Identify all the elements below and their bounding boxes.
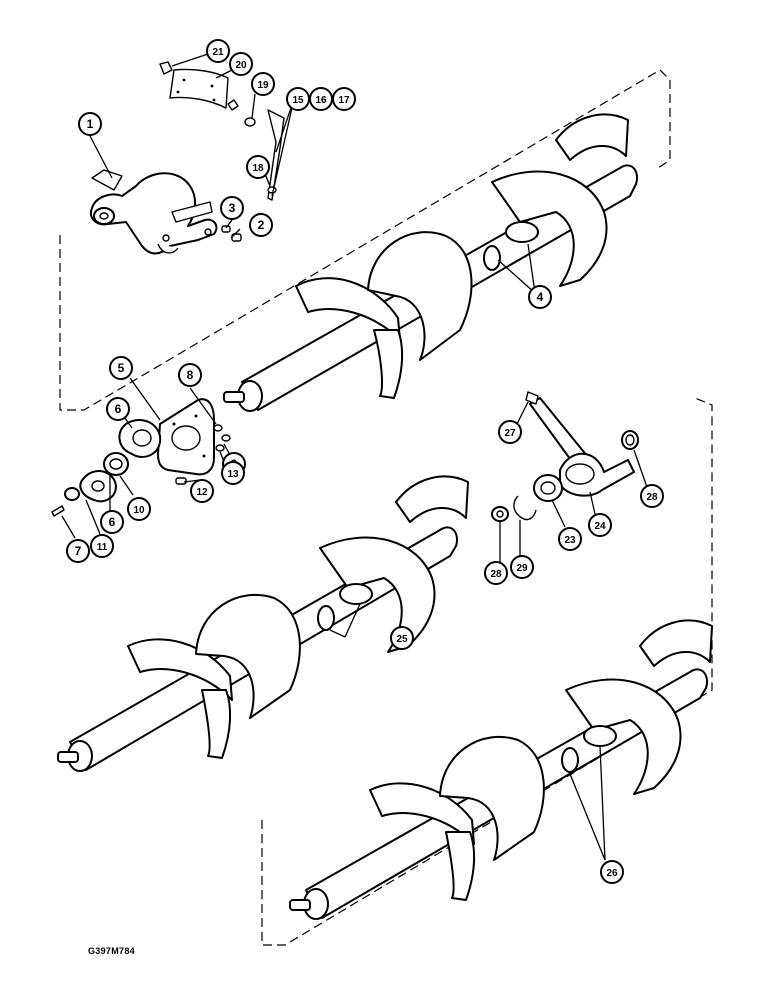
svg-text:1: 1 (87, 117, 94, 131)
svg-text:19: 19 (257, 80, 269, 91)
callout-28-left: 28 (484, 561, 508, 585)
svg-text:27: 27 (504, 428, 516, 439)
svg-text:3: 3 (229, 201, 236, 215)
callout-13: 13 (221, 461, 245, 485)
callout-23: 23 (558, 527, 582, 551)
callout-15: 15 (286, 87, 310, 111)
svg-text:6: 6 (115, 402, 122, 416)
svg-text:8: 8 (187, 368, 194, 382)
callout-27: 27 (498, 420, 522, 444)
callout-12: 12 (190, 479, 214, 503)
callout-19: 19 (251, 72, 275, 96)
svg-text:18: 18 (252, 163, 264, 174)
svg-text:13: 13 (227, 469, 239, 480)
svg-text:24: 24 (594, 521, 606, 532)
svg-text:25: 25 (396, 634, 408, 645)
svg-text:17: 17 (338, 95, 350, 106)
svg-text:16: 16 (315, 95, 327, 106)
svg-text:29: 29 (516, 563, 528, 574)
figure-reference-code: G397M784 (88, 946, 135, 956)
svg-text:11: 11 (97, 542, 108, 553)
svg-text:12: 12 (196, 487, 208, 498)
callout-16: 16 (309, 87, 333, 111)
svg-text:23: 23 (564, 535, 576, 546)
callout-1: 1 (78, 112, 102, 136)
callout-5: 5 (109, 356, 133, 380)
svg-text:28: 28 (490, 569, 502, 580)
svg-text:15: 15 (292, 95, 304, 106)
callout-17: 17 (332, 87, 356, 111)
callout-25: 25 (390, 626, 414, 650)
bearing-plate-assembly-left (51, 398, 231, 517)
middle-auger (57, 475, 469, 772)
callout-8: 8 (178, 363, 202, 387)
svg-text:6: 6 (109, 515, 116, 529)
callout-28-right: 28 (640, 484, 664, 508)
svg-text:28: 28 (646, 492, 658, 503)
lower-auger (289, 619, 713, 920)
callout-24: 24 (588, 513, 612, 537)
svg-text:4: 4 (537, 290, 544, 304)
callout-20: 20 (229, 52, 253, 76)
svg-text:5: 5 (118, 361, 125, 375)
hardware-small-parts-top (159, 61, 285, 242)
callout-3: 3 (220, 196, 244, 220)
callout-21: 21 (206, 39, 230, 63)
upper-auger (223, 113, 638, 412)
callout-6-lower: 6 (100, 510, 124, 534)
callout-10: 10 (127, 497, 151, 521)
svg-text:2: 2 (258, 218, 265, 232)
callout-11: 11 (90, 534, 114, 558)
callout-6-upper: 6 (106, 397, 130, 421)
callout-29: 29 (510, 555, 534, 579)
bearing-arm-assembly-right (491, 391, 639, 522)
svg-text:10: 10 (133, 505, 145, 516)
svg-text:21: 21 (212, 47, 224, 58)
callout-26: 26 (600, 860, 624, 884)
upper-assembly-outline (59, 69, 671, 411)
gearbox-housing (90, 169, 218, 255)
callout-4: 4 (528, 285, 552, 309)
svg-text:7: 7 (75, 544, 82, 558)
callout-7: 7 (66, 539, 90, 563)
svg-text:20: 20 (235, 60, 247, 71)
callout-18: 18 (246, 155, 270, 179)
svg-text:26: 26 (606, 868, 618, 879)
callout-2: 2 (249, 213, 273, 237)
